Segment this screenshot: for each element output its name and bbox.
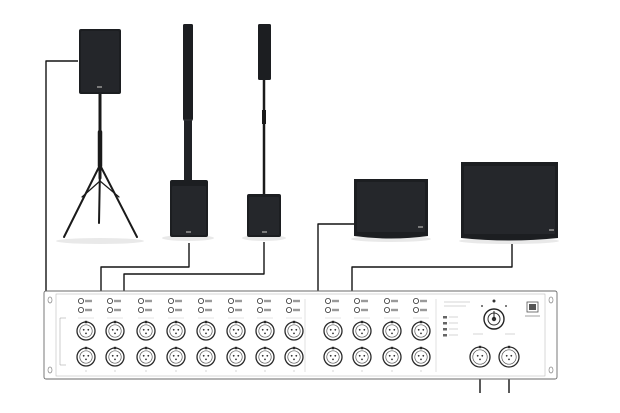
xlr-connector-bottom xyxy=(255,346,275,367)
column-top-section xyxy=(183,24,193,120)
tripod-stand xyxy=(63,90,138,238)
monitor-grille xyxy=(357,182,425,232)
switch-pair xyxy=(256,297,273,319)
tripod-speaker-grille xyxy=(81,31,119,92)
rack-inner-border xyxy=(55,293,546,377)
switch-pair xyxy=(137,297,154,319)
subwoofer-grille xyxy=(249,197,279,235)
xlr-output-pair xyxy=(469,345,520,368)
rack-screw-hole xyxy=(548,296,554,304)
xlr-connector-top xyxy=(352,320,372,341)
xlr-connector-top xyxy=(226,320,246,341)
monitor-logo xyxy=(418,226,423,228)
switch-pair xyxy=(285,297,302,319)
column-lower-section xyxy=(184,120,192,180)
xlr-row-bottom xyxy=(76,346,431,367)
switch-pair xyxy=(78,297,94,319)
status-indicator-block xyxy=(443,301,470,337)
monitor-logo xyxy=(549,229,554,231)
column-top-section xyxy=(258,24,271,80)
switch-pair xyxy=(107,297,123,319)
switch-pair xyxy=(197,297,214,319)
xlr-connector-top xyxy=(255,320,275,341)
switch-rows xyxy=(78,297,429,372)
subwoofer-grille xyxy=(172,186,206,235)
xlr-connector-top xyxy=(411,320,431,341)
xlr-connector-top xyxy=(382,320,402,341)
column-array-short xyxy=(242,24,286,241)
xlr-connector-bottom xyxy=(136,346,156,367)
switch-pair xyxy=(412,297,429,319)
switch-pair xyxy=(167,297,184,319)
xlr-connector-bottom xyxy=(226,346,246,367)
xlr-connector-bottom xyxy=(323,346,343,367)
switch-pair xyxy=(324,297,341,319)
tripod-speaker-logo xyxy=(97,86,102,88)
column-array-tall xyxy=(162,24,214,241)
xlr-row-top xyxy=(76,320,431,341)
xlr-connector-bottom xyxy=(105,346,125,367)
xlr-connector-top xyxy=(284,320,304,341)
xlr-connector-top xyxy=(136,320,156,341)
xlr-output-connector xyxy=(498,345,520,368)
subwoofer-logo xyxy=(262,231,267,233)
rack-patch-panel xyxy=(43,290,558,380)
xlr-connector-top xyxy=(76,320,96,341)
xlr-connector-top xyxy=(105,320,125,341)
cable-tripod-speaker xyxy=(45,60,82,330)
xlr-connector-bottom xyxy=(76,346,96,367)
speaker-on-tripod-stand xyxy=(56,29,144,244)
rack-screw-hole xyxy=(47,296,53,304)
subwoofer-logo xyxy=(186,231,191,233)
xlr-connector-bottom xyxy=(352,346,372,367)
xlr-connector-bottom xyxy=(196,346,216,367)
xlr-connector-top xyxy=(166,320,186,341)
switch-pair xyxy=(383,297,400,319)
switch-pair xyxy=(353,297,370,319)
rack-screw-hole xyxy=(548,366,554,374)
switch-pair xyxy=(227,297,244,319)
stage-monitor-left xyxy=(351,179,431,242)
xlr-connector-bottom xyxy=(382,346,402,367)
floor-shadow xyxy=(56,238,144,244)
xlr-connector-top xyxy=(323,320,343,341)
xlr-connector-bottom xyxy=(411,346,431,367)
xlr-output-connector xyxy=(469,345,491,368)
rotary-knob xyxy=(473,299,515,335)
brand-logo xyxy=(525,301,540,317)
xlr-connector-bottom xyxy=(284,346,304,367)
xlr-connector-bottom xyxy=(166,346,186,367)
monitor-grille xyxy=(464,166,555,234)
stage-monitor-right xyxy=(459,162,559,244)
xlr-connector-top xyxy=(196,320,216,341)
rack-screw-hole xyxy=(47,366,53,374)
